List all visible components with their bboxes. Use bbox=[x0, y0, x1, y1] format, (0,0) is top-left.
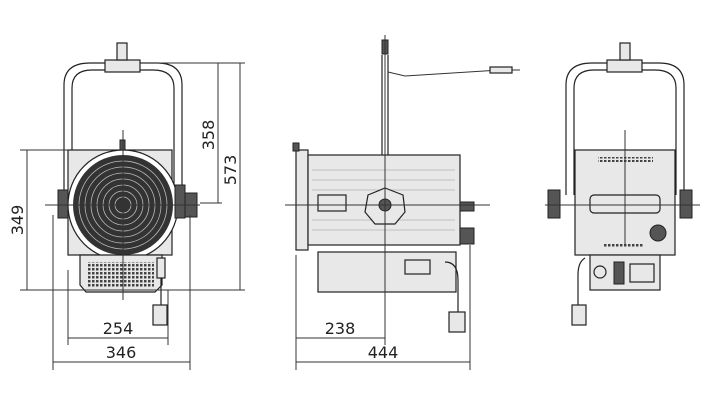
yoke-clamp bbox=[104, 59, 141, 73]
dim-573: 573 bbox=[221, 155, 240, 186]
back-view bbox=[545, 42, 700, 326]
dim-346: 346 bbox=[106, 343, 137, 362]
dim-254: 254 bbox=[103, 319, 134, 338]
dim-349: 349 bbox=[8, 205, 27, 236]
power-plug bbox=[448, 311, 466, 333]
yoke bbox=[565, 62, 685, 195]
dim-238: 238 bbox=[325, 319, 356, 338]
spigot bbox=[116, 42, 128, 61]
dim-444: 444 bbox=[368, 343, 399, 362]
front-plate bbox=[295, 149, 309, 251]
dim-358: 358 bbox=[199, 120, 218, 151]
power-switch bbox=[593, 265, 607, 279]
dimmer-knob bbox=[649, 224, 667, 242]
front-view: 358 573 349 254 346 bbox=[8, 42, 245, 370]
side-view: 238 444 bbox=[285, 35, 520, 370]
display bbox=[629, 263, 655, 283]
power-plug bbox=[152, 304, 168, 326]
tilt-knob-left bbox=[57, 189, 69, 219]
ballast bbox=[317, 251, 457, 293]
